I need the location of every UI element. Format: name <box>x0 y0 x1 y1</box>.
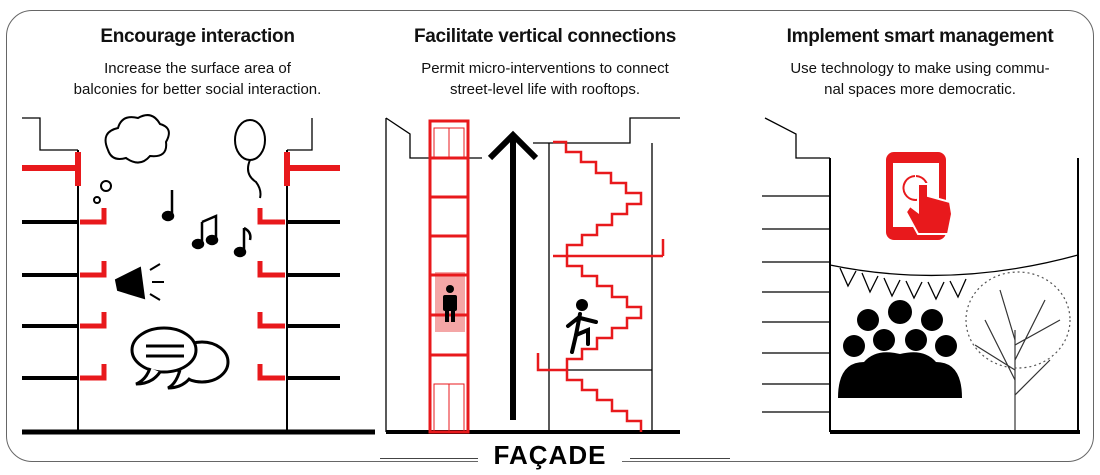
bunting-icon <box>839 267 967 301</box>
person-icon <box>443 285 457 322</box>
up-arrow-icon <box>487 130 539 420</box>
panel-title: Encourage interaction <box>100 26 295 47</box>
panel-encourage-interaction: Encourage interaction Increase the surfa… <box>20 26 375 100</box>
panel-description: balconies for better social interaction. <box>73 81 322 98</box>
panel-title: Facilitate vertical connections <box>413 26 677 47</box>
megaphone-icon <box>114 263 164 301</box>
panel-description: Permit micro-interventions to connect <box>421 60 669 77</box>
climbing-person-icon <box>566 299 598 354</box>
panel-description: Use technology to make using commu- <box>790 60 1050 77</box>
music-notes-icon <box>161 190 252 258</box>
facade-label: FAÇADE <box>477 440 623 470</box>
elevator-icon <box>428 119 470 434</box>
balloon-icon <box>234 119 266 199</box>
smartphone-touch-icon <box>886 152 954 240</box>
divider <box>630 458 730 459</box>
panel-description: street-level life with rooftops. <box>449 81 641 98</box>
speech-bubbles-icon <box>130 326 230 390</box>
panel-smart-management: Implement smart management Use technolog… <box>745 26 1095 100</box>
panel-description: nal spaces more democratic. <box>824 81 1016 98</box>
staircase-icon <box>536 140 665 432</box>
smart-management-illustration <box>762 117 1080 434</box>
crowd-icon <box>838 300 962 398</box>
vertical-connection-illustration <box>385 117 680 434</box>
panel-title: Implement smart management <box>786 26 1054 47</box>
divider <box>380 458 480 459</box>
balcony-illustration <box>22 114 375 435</box>
panel-vertical-connections: Facilitate vertical connections Permit m… <box>375 26 715 100</box>
panel-description: Increase the surface area of <box>104 60 291 77</box>
thought-bubble-icon <box>93 114 170 204</box>
tree-icon <box>965 271 1071 430</box>
